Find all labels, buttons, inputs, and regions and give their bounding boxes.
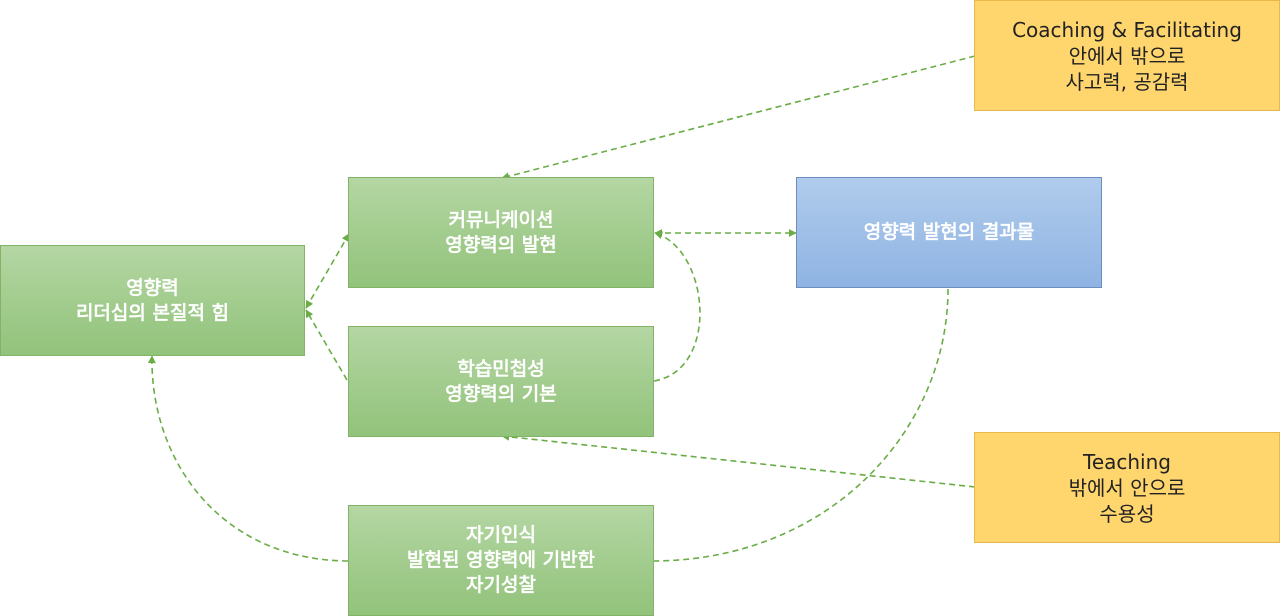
node-influence-result: 영향력 발현의 결과물	[796, 177, 1102, 288]
node-teaching-line3: 수용성	[1099, 501, 1155, 526]
edge-teaching-to-learning	[501, 432, 976, 488]
edge-learning-to-core	[305, 309, 348, 381]
edge-coaching-to-communication	[501, 55, 976, 181]
node-teaching: Teaching 밖에서 안으로 수용성	[974, 432, 1280, 543]
node-influence-result-line1: 영향력 발현의 결과물	[863, 221, 1035, 244]
node-influence-core-line1: 영향력	[126, 276, 179, 299]
edge-result-to-self	[653, 288, 949, 562]
node-influence-core: 영향력 리더십의 본질적 힘	[0, 245, 305, 356]
node-coaching-line3: 사고력, 공감력	[1065, 69, 1189, 94]
node-teaching-line1: Teaching	[1083, 449, 1171, 474]
node-learning-agility: 학습민첩성 영향력의 기본	[348, 326, 654, 437]
node-communication-line1: 커뮤니케이션	[448, 208, 554, 231]
node-self-awareness-line2: 발현된 영향력에 기반한	[406, 549, 596, 572]
node-learning-agility-line2: 영향력의 기본	[445, 382, 557, 405]
node-self-awareness: 자기인식 발현된 영향력에 기반한 자기성찰	[348, 505, 654, 616]
node-communication: 커뮤니케이션 영향력의 발현	[348, 177, 654, 288]
edge-learning-to-communication	[653, 231, 701, 382]
edge-core-communication	[305, 233, 350, 309]
node-self-awareness-line3: 자기성찰	[466, 573, 536, 596]
node-communication-line2: 영향력의 발현	[445, 233, 557, 256]
node-coaching-line1: Coaching & Facilitating	[1012, 17, 1242, 42]
edge-self-to-core	[147, 355, 349, 562]
node-coaching-line2: 안에서 밖으로	[1068, 43, 1186, 68]
node-influence-core-line2: 리더십의 본질적 힘	[75, 301, 230, 324]
node-teaching-line2: 밖에서 안으로	[1068, 475, 1186, 500]
node-learning-agility-line1: 학습민첩성	[457, 357, 545, 380]
node-coaching: Coaching & Facilitating 안에서 밖으로 사고력, 공감력	[974, 0, 1280, 111]
node-self-awareness-line1: 자기인식	[466, 524, 536, 547]
